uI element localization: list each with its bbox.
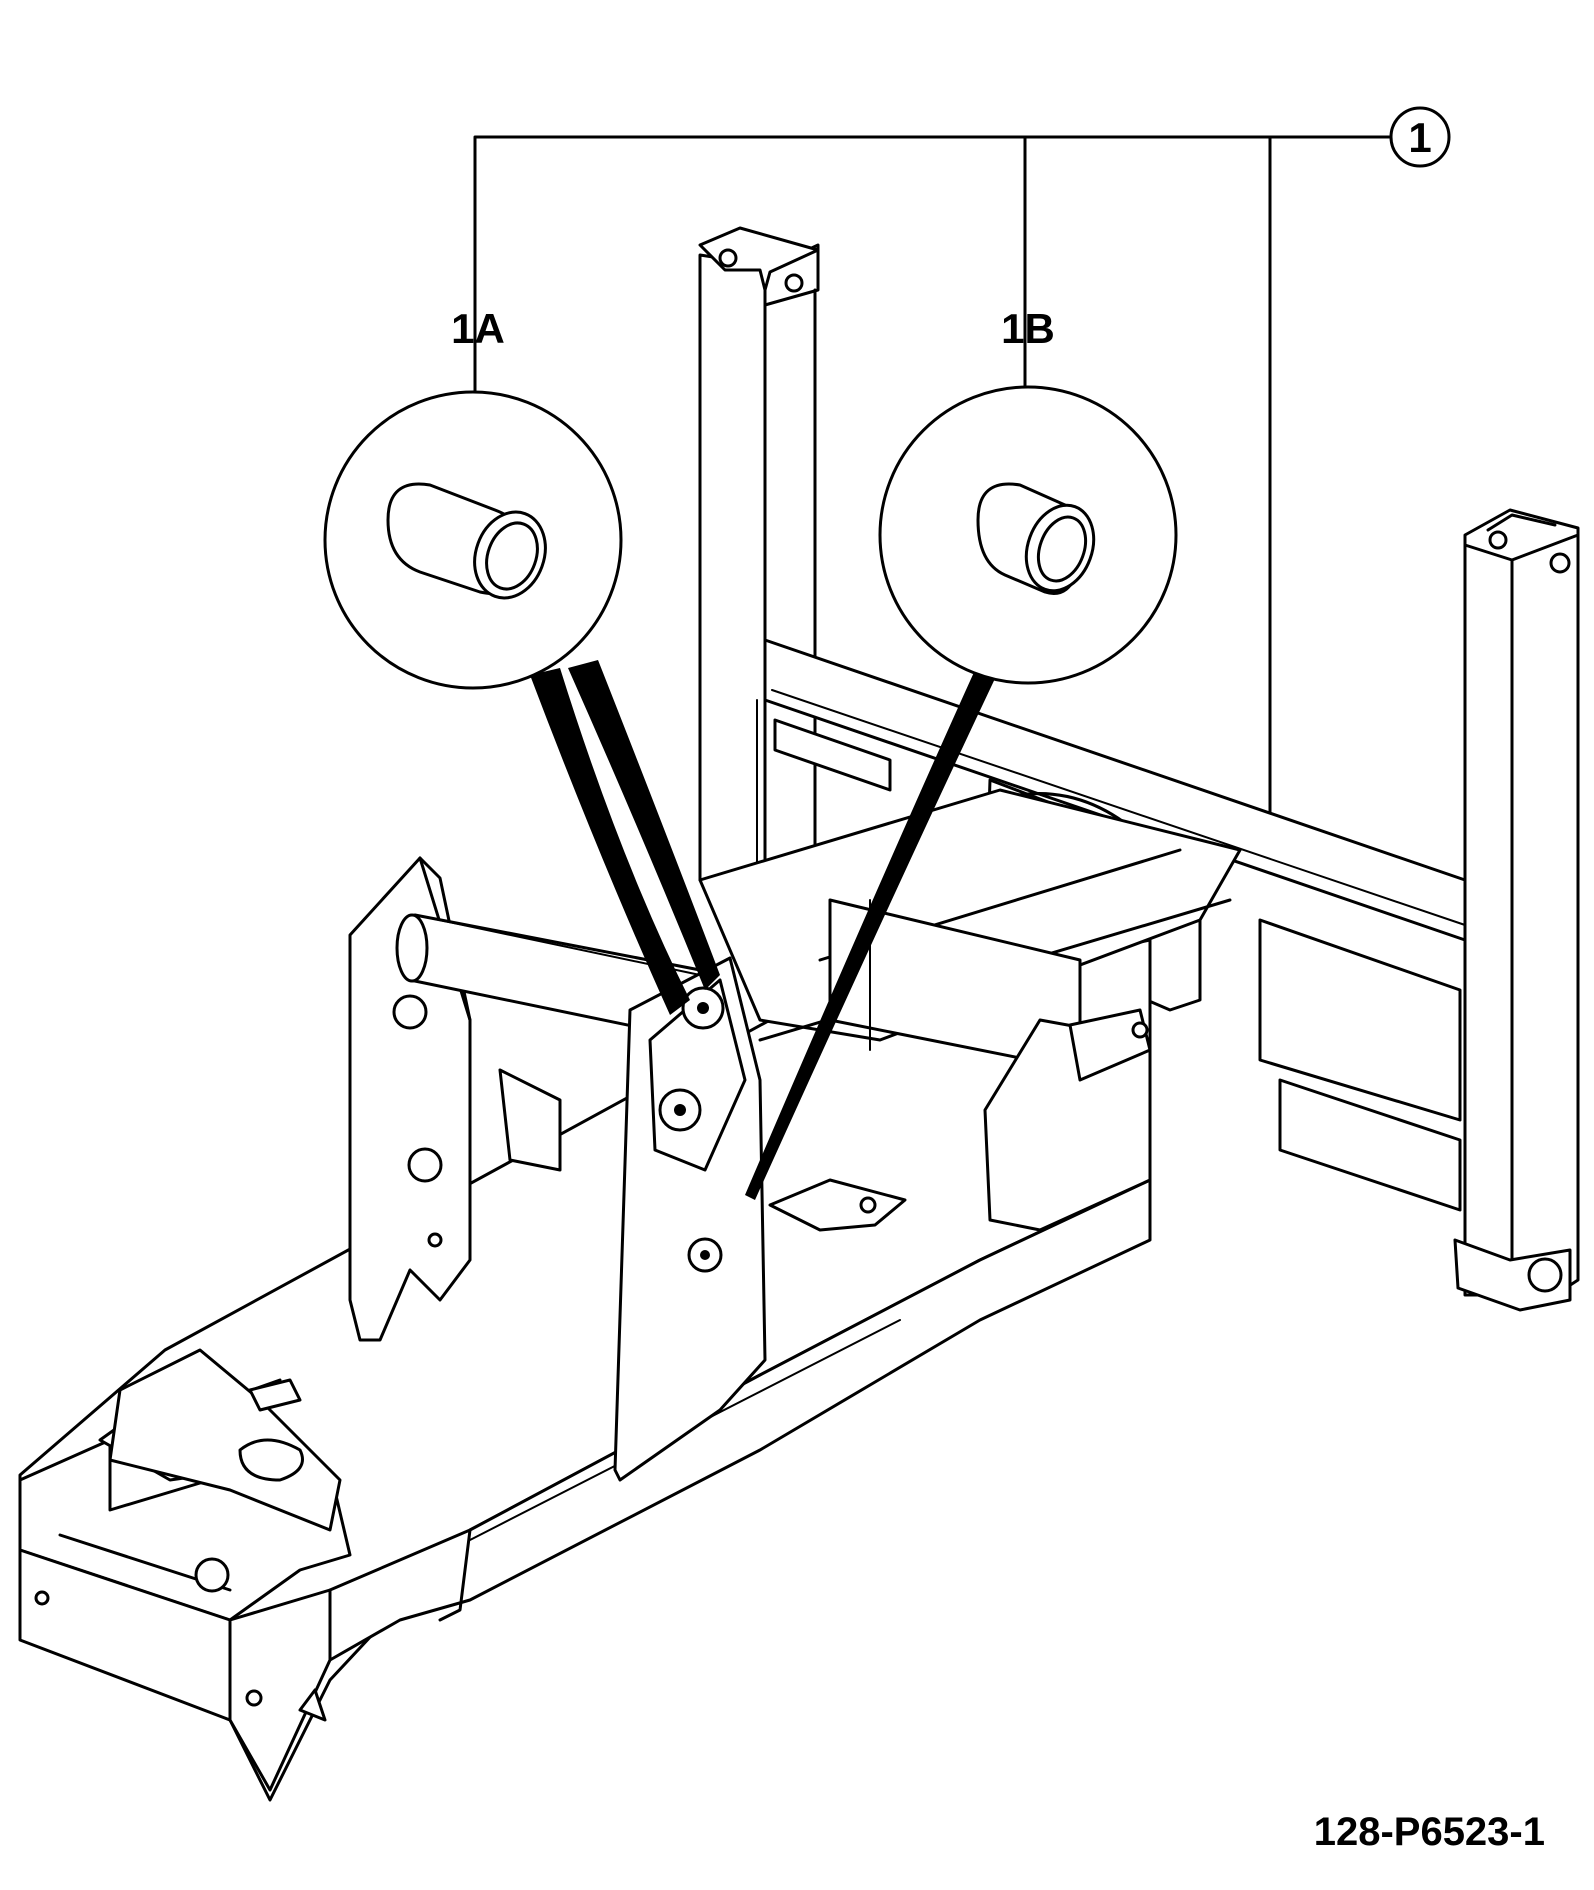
callout-1b-label: 1B: [1001, 305, 1055, 352]
figure-reference-label: 128-P6523-1: [1314, 1810, 1545, 1854]
callout-leader-lines: [473, 135, 1392, 817]
right-upright-post: [1453, 508, 1580, 1312]
detail-1b-group: [745, 385, 1178, 1200]
callout-1-label: 1: [1408, 114, 1431, 161]
bushing-1b-icon: [976, 482, 1096, 595]
left-upright-post: [698, 226, 820, 882]
callout-1a-label: 1A: [451, 305, 505, 352]
callout-1-marker: 1: [1389, 106, 1451, 168]
bushing-1a-icon: [386, 482, 547, 600]
detail-1a-group: [323, 390, 720, 1015]
right-side-brackets: [498, 1008, 1152, 1232]
center-pivot-plate: [613, 956, 767, 1482]
main-frame: [18, 788, 1242, 1802]
